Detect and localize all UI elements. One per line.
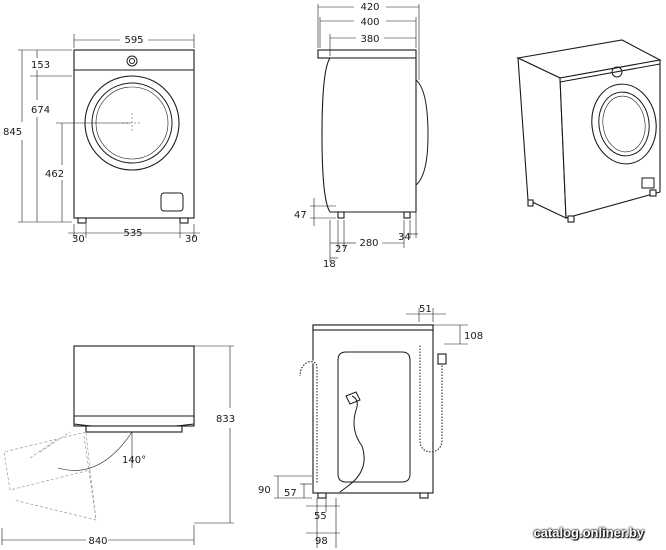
- dim-side-depth-top: 380: [360, 34, 379, 45]
- foot-right: [179, 217, 189, 224]
- back-access-panel: [337, 351, 411, 483]
- dim-top-to-knob: 153: [31, 60, 50, 71]
- power-cord: [339, 395, 365, 493]
- dim-back-51: 51: [419, 304, 432, 315]
- top-view-door-hinge: [85, 425, 183, 433]
- door-opening-view: 140° 833 840: [1, 345, 235, 547]
- dim-side-34: 34: [398, 232, 411, 243]
- side-top-panel: [317, 49, 417, 59]
- watermark: catalog.onliner.by: [533, 525, 644, 540]
- dim-side-18: 18: [323, 259, 336, 270]
- dim-floor-to-top-edge: 674: [31, 105, 50, 116]
- side-foot-back: [403, 211, 411, 219]
- dim-foot-left-offset: 30: [72, 234, 85, 245]
- side-door-bulge: [415, 79, 429, 186]
- dim-back-108: 108: [464, 331, 483, 342]
- dim-back-90: 90: [258, 485, 271, 496]
- dim-feet-spacing: 535: [123, 228, 142, 239]
- perspective-side: [517, 57, 567, 219]
- dim-side-depth-total: 420: [360, 2, 379, 13]
- dim-front-height: 845: [3, 127, 22, 138]
- dim-side-depth-body: 400: [360, 17, 379, 28]
- dim-side-foot-height: 47: [294, 210, 307, 221]
- front-view: 595 845 153 674 462 30 535 30: [3, 34, 200, 245]
- dim-side-feet-depth: 280: [359, 238, 378, 249]
- dim-floor-to-door-center: 462: [45, 169, 64, 180]
- dim-door-angle: 140°: [122, 455, 146, 466]
- side-view: 420 400 380 47 34 280 27 18: [294, 2, 429, 270]
- dim-back-98: 98: [315, 536, 328, 547]
- side-foot-front: [337, 211, 345, 219]
- door-swing-arc: [57, 431, 133, 471]
- perspective-knob: [611, 66, 623, 78]
- back-body-outline: [312, 324, 434, 494]
- perspective-filter: [641, 177, 655, 189]
- side-body-outline: [321, 57, 417, 213]
- dim-front-width: 595: [124, 35, 143, 46]
- back-view: 51 108 90 57 55 98: [258, 304, 483, 548]
- dim-back-57: 57: [284, 488, 297, 499]
- dim-foot-right-offset: 30: [185, 234, 198, 245]
- filter-cover: [160, 192, 184, 212]
- perspective-view: [516, 39, 662, 223]
- top-view-body: [73, 345, 195, 427]
- dim-side-27: 27: [335, 244, 348, 255]
- open-door-ghost: [3, 431, 91, 491]
- program-knob: [126, 55, 138, 67]
- dim-door-reach: 840: [88, 536, 107, 547]
- foot-left: [77, 217, 87, 224]
- dim-back-55: 55: [314, 511, 327, 522]
- dim-appliance-height: 833: [216, 414, 235, 425]
